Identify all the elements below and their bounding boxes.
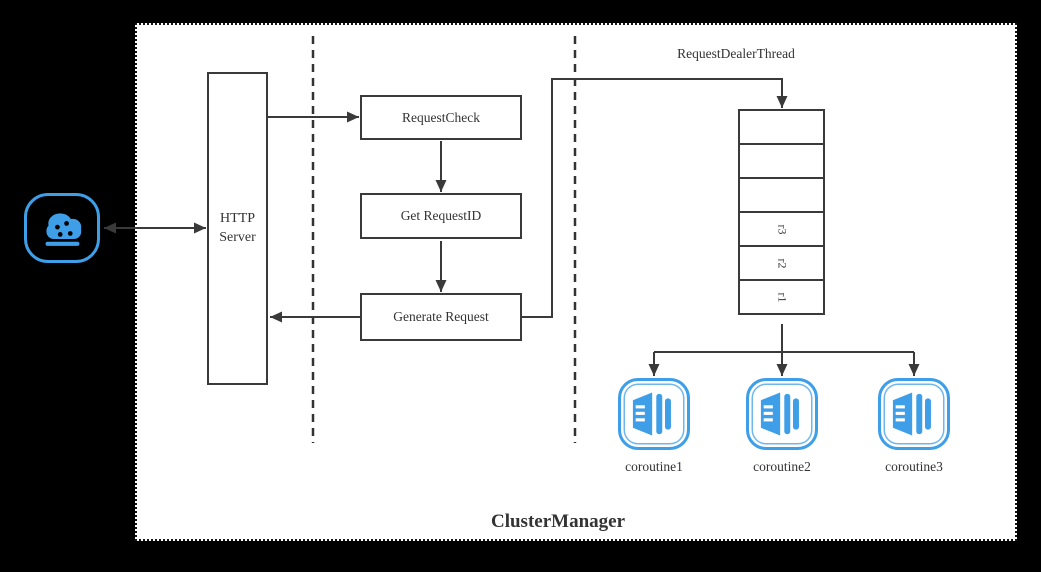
request-check-box: RequestCheck <box>360 95 522 140</box>
coroutine3-icon <box>878 378 950 450</box>
queue-cell <box>738 109 825 145</box>
coroutine1-icon <box>618 378 690 450</box>
queue-cell: r2 <box>738 245 825 281</box>
message-consumer-glyph <box>892 392 931 436</box>
queue-cell <box>738 177 825 213</box>
cloud-icon <box>24 193 100 263</box>
queue-cell: r1 <box>738 279 825 315</box>
http-server-label-line1: HTTP <box>220 210 255 226</box>
generate-request-label: Generate Request <box>393 309 489 324</box>
message-consumer-glyph <box>760 392 799 436</box>
message-consumer-glyph <box>632 392 671 436</box>
queue-cell-label: r2 <box>775 258 789 268</box>
http-server-label-line2: Server <box>219 229 256 245</box>
cloud-glyph <box>45 213 82 246</box>
page-title: ClusterManager <box>490 511 626 532</box>
queue-cell-label: r3 <box>775 224 789 234</box>
generate-request-box: Generate Request <box>360 293 522 341</box>
queue-cell: r3 <box>738 211 825 247</box>
request-queue: r3 r2 r1 <box>738 109 825 315</box>
coroutine2-label: coroutine2 <box>753 459 811 474</box>
request-check-label: RequestCheck <box>402 109 480 125</box>
coroutine2-icon <box>746 378 818 450</box>
get-request-id-box: Get RequestID <box>360 193 522 239</box>
queue-cell-label: r1 <box>775 292 789 302</box>
queue-cell <box>738 143 825 179</box>
request-dealer-thread-label: RequestDealerThread <box>677 46 795 61</box>
coroutine3-label: coroutine3 <box>885 459 943 474</box>
coroutine1-label: coroutine1 <box>625 459 683 474</box>
http-server-box: HTTP Server <box>207 72 268 385</box>
get-request-id-label: Get RequestID <box>400 208 482 223</box>
